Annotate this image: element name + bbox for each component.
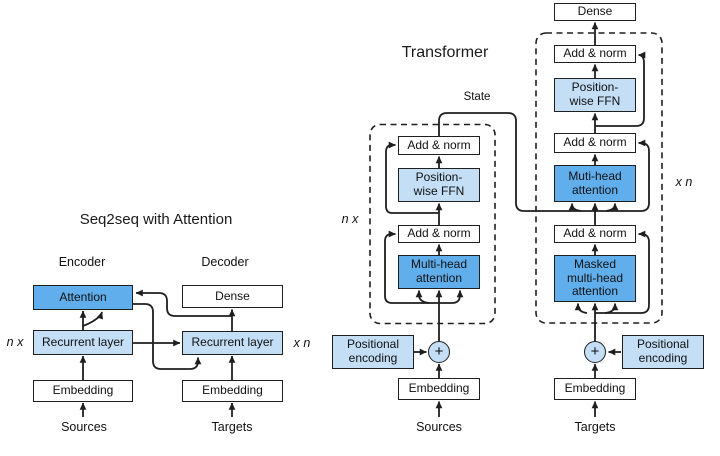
node-addnorm-decoder-bottom-label: Add & norm [563,226,627,241]
repeat-label-xn-seq2seq: x n [293,336,311,350]
node-positional-encoding-right: Positional encoding [622,335,704,369]
node-masked-multihead-attention-line1: Masked [573,256,617,271]
node-ffn-decoder-line1: Position- [571,80,619,95]
node-multihead-attention-decoder-line2: attention [571,182,619,197]
node-embedding-transformer-decoder: Embedding [554,378,636,400]
state-label: State [463,91,491,103]
node-embedding-seq2seq-decoder: Embedding [182,380,283,402]
targets-label-transformer: Targets [574,420,616,434]
add-operator-decoder: + [584,341,606,363]
node-recurrent-encoder: Recurrent layer [33,330,133,355]
node-ffn-decoder-line2: wise FFN [569,94,621,108]
node-ffn-encoder-line1: Position- [415,170,463,185]
node-addnorm-decoder-top: Add & norm [554,45,636,63]
plus-sign-decoder: + [590,343,600,360]
node-embedding-seq2seq-decoder-label: Embedding [202,383,263,398]
node-addnorm-decoder-top-label: Add & norm [563,46,627,61]
node-dense-seq2seq: Dense [182,285,283,308]
node-dense-seq2seq-label: Dense [215,288,250,303]
node-recurrent-encoder-label: Recurrent layer [41,334,125,349]
node-embedding-seq2seq-encoder: Embedding [33,380,133,402]
decoder-label: Decoder [201,255,249,269]
node-embedding-seq2seq-encoder-label: Embedding [52,383,114,398]
node-embedding-transformer-encoder-label: Embedding [408,381,470,396]
repeat-label-nx-seq2seq: n x [6,335,24,349]
node-multihead-attention-decoder-line1: Muti-head [568,168,622,183]
node-recurrent-decoder-label: Recurrent layer [191,335,274,350]
node-positional-encoding-right-line2: encoding [638,351,688,365]
node-addnorm-encoder-top: Add & norm [398,136,480,155]
node-positional-encoding-right-line1: Positional [636,337,690,352]
sources-label-transformer: Sources [416,420,462,434]
node-ffn-decoder: Position- wise FFN [554,78,636,112]
targets-label-seq2seq: Targets [211,420,253,434]
node-multihead-attention-encoder-line1: Multi-head [410,257,468,272]
node-masked-multihead-attention-line2: multi-head [566,270,624,285]
node-masked-multihead-attention: Masked multi-head attention [554,255,636,302]
node-addnorm-decoder-mid-label: Add & norm [563,135,627,150]
node-addnorm-encoder-bottom-label: Add & norm [407,226,471,241]
add-operator-encoder: + [428,341,450,363]
seq2seq-title: Seq2seq with Attention [79,211,233,228]
repeat-label-xn-transformer: x n [675,175,693,189]
node-multihead-attention-decoder: Muti-head attention [554,165,636,202]
node-positional-encoding-left-line1: Positional [346,337,400,352]
arrow-recurrent-to-attention-curved [82,311,104,327]
node-multihead-attention-encoder: Multi-head attention [398,255,480,289]
node-attention: Attention [33,285,133,310]
encoder-label: Encoder [58,255,106,269]
node-recurrent-decoder: Recurrent layer [182,331,283,355]
node-addnorm-encoder-bottom: Add & norm [398,225,480,243]
node-dense-transformer: Dense [554,3,636,21]
plus-sign-encoder: + [434,343,444,360]
node-dense-transformer-label: Dense [577,4,613,19]
node-addnorm-decoder-bottom: Add & norm [554,225,636,243]
node-ffn-encoder: Position- wise FFN [398,168,480,202]
transformer-title: Transformer [401,44,489,61]
node-positional-encoding-left: Positional encoding [332,335,414,369]
node-multihead-attention-encoder-line2: attention [415,271,463,285]
node-masked-multihead-attention-line3: attention [571,284,619,299]
node-addnorm-decoder-mid: Add & norm [554,133,636,153]
node-embedding-transformer-encoder: Embedding [398,378,480,400]
node-positional-encoding-left-line2: encoding [348,351,398,365]
repeat-label-nx-transformer: n x [341,212,359,226]
node-ffn-encoder-line2: wise FFN [413,184,465,198]
node-addnorm-encoder-top-label: Add & norm [407,137,471,152]
node-attention-label: Attention [59,289,107,304]
node-embedding-transformer-decoder-label: Embedding [564,381,626,396]
sources-label-seq2seq: Sources [61,420,107,434]
